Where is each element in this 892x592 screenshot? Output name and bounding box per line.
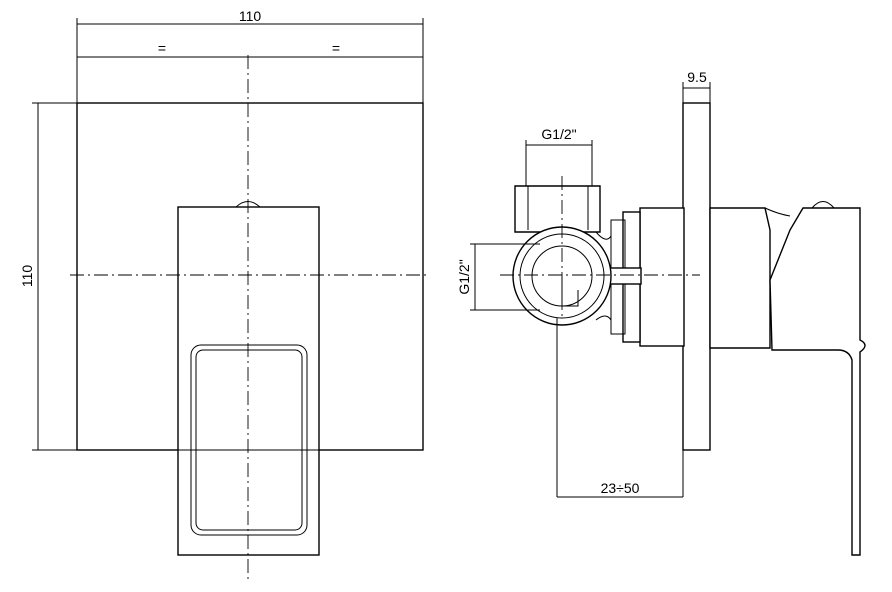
height-label: 110 [19, 265, 35, 288]
front-housing [709, 207, 771, 349]
depth-range-label: 23÷50 [601, 480, 640, 496]
plate-thickness-label: 9.5 [687, 69, 707, 85]
half-left-label: = [158, 40, 166, 56]
wall-plate [682, 102, 711, 451]
valve-body [639, 207, 685, 347]
side-inlet-label: G1/2" [456, 259, 472, 294]
handle-top-bump [811, 201, 835, 209]
lever-body [177, 206, 320, 556]
stem-web [595, 231, 612, 240]
top-inlet-label: G1/2" [541, 126, 576, 142]
front-view: 110 = = 110 [19, 8, 430, 580]
lever-grip-inner [195, 349, 303, 531]
half-right-label: = [332, 40, 340, 56]
handle-lever [769, 207, 866, 556]
housing-curve [764, 207, 791, 217]
width-label: 110 [239, 8, 262, 24]
side-view: G1/2" G1/2" 9.5 23÷50 [456, 69, 866, 556]
stem-web-2 [595, 315, 612, 321]
lever-grip-outer [190, 344, 308, 536]
inlet-stub [514, 185, 601, 233]
